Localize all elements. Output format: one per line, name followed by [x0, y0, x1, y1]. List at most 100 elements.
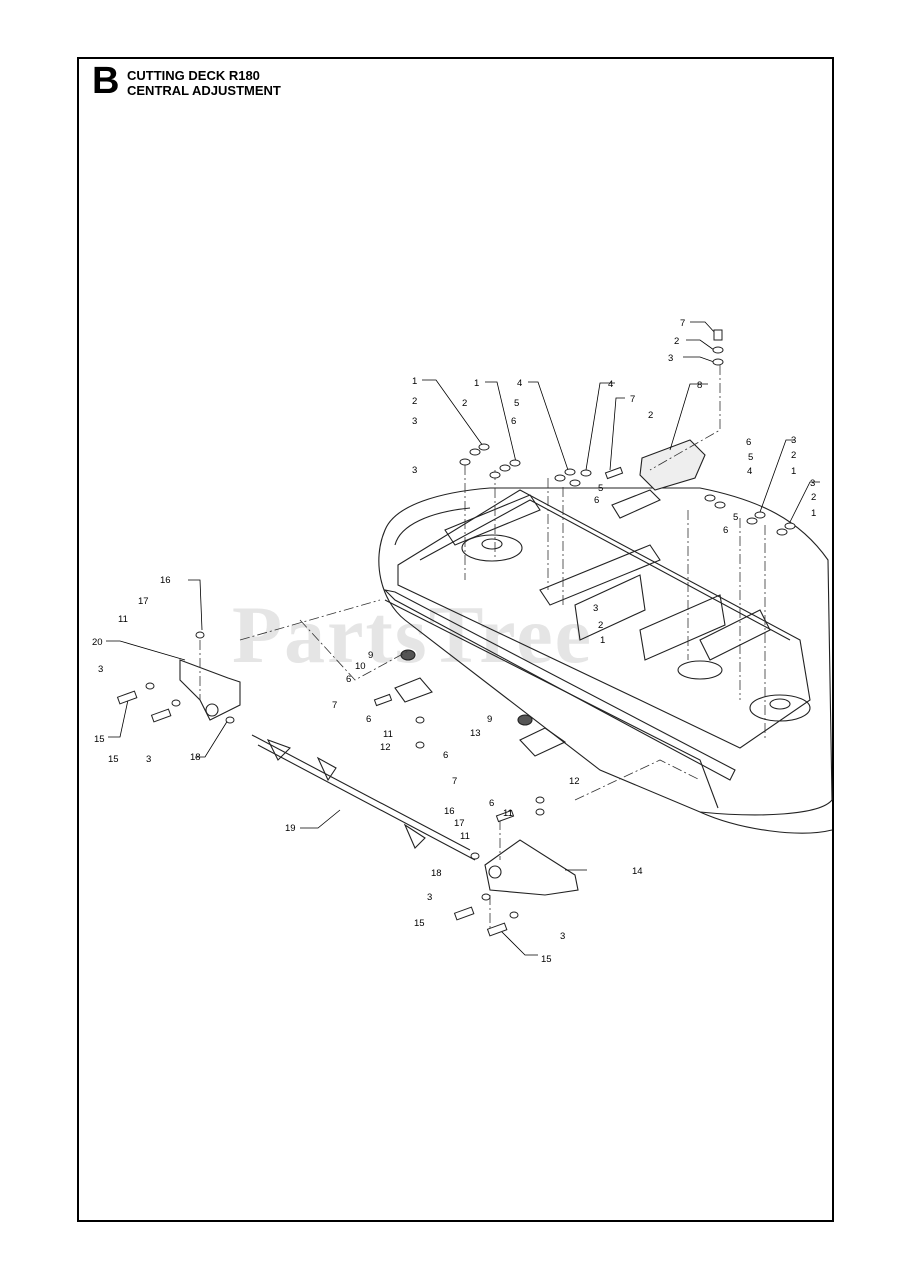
- part-callout-2: 2: [412, 396, 417, 407]
- leader-line: [499, 929, 538, 956]
- center-beam-2: [574, 574, 646, 641]
- washer: [554, 474, 566, 482]
- part-callout-9: 9: [368, 650, 373, 661]
- bolt-7: [604, 466, 624, 480]
- right-pulley-hub: [769, 698, 791, 710]
- right-pulley: [749, 694, 811, 722]
- leader-line: [108, 699, 129, 738]
- part-callout-14: 14: [632, 866, 643, 877]
- part-callout-4: 4: [517, 378, 522, 389]
- right-beam: [699, 609, 771, 661]
- left-pulley-hub: [481, 538, 503, 550]
- part-callout-6: 6: [443, 750, 448, 761]
- lift-rod: [251, 734, 476, 861]
- hardware: [116, 329, 796, 937]
- assembly-lines: [199, 365, 766, 930]
- part-callout-12: 12: [569, 776, 580, 787]
- left-pulley: [461, 534, 523, 562]
- nut: [535, 796, 545, 804]
- nut: [478, 443, 490, 451]
- washer: [489, 471, 501, 479]
- drawing-frame: [77, 57, 834, 1222]
- bracket-8: [639, 439, 706, 491]
- front-bar: [383, 589, 736, 781]
- bracket-14: [484, 839, 579, 896]
- section-letter: B: [92, 60, 120, 102]
- watermark: PartsTree: [232, 589, 594, 680]
- assembly-line: [239, 599, 381, 641]
- nut: [714, 501, 726, 509]
- leader-line: [422, 379, 484, 447]
- assembly-line: [574, 759, 701, 801]
- part-callout-4: 4: [608, 379, 613, 390]
- part-callout-1: 1: [600, 635, 605, 646]
- washer: [171, 699, 181, 707]
- nut: [564, 468, 576, 476]
- page-title: CUTTING DECK R180 CENTRAL ADJUSTMENT: [127, 68, 281, 98]
- part-callout-17: 17: [138, 596, 149, 607]
- leader-line: [686, 339, 715, 351]
- part-callout-18: 18: [431, 868, 442, 879]
- washer: [569, 479, 581, 487]
- bolt-15: [453, 906, 475, 921]
- part-callout-11: 11: [383, 729, 393, 740]
- part-callout-11: 11: [503, 808, 513, 819]
- nut: [784, 522, 796, 530]
- nut: [415, 741, 425, 749]
- assembly-line: [299, 619, 411, 681]
- part-callout-5: 5: [598, 483, 603, 494]
- part-callout-2: 2: [811, 492, 816, 503]
- leader-line: [106, 640, 186, 661]
- leader-line: [485, 381, 517, 463]
- washer: [712, 346, 724, 354]
- part-callout-6: 6: [594, 495, 599, 506]
- bolt-7: [495, 809, 515, 823]
- part-callout-5: 5: [733, 512, 738, 523]
- leader-line: [195, 719, 229, 758]
- part-callout-16: 16: [444, 806, 455, 817]
- part-callout-7: 7: [630, 394, 635, 405]
- part-callout-1: 1: [474, 378, 479, 389]
- leader-line: [789, 481, 820, 523]
- part-callout-6: 6: [489, 798, 494, 809]
- center-idler: [677, 660, 723, 680]
- nut: [580, 469, 592, 477]
- washer: [704, 494, 716, 502]
- bracket-8-arm: [611, 489, 661, 519]
- deck-lower-rim: [699, 811, 833, 834]
- part-callout-3: 3: [668, 353, 673, 364]
- part-callout-6: 6: [346, 674, 351, 685]
- part-callout-2: 2: [648, 410, 653, 421]
- part-callout-6: 6: [366, 714, 371, 725]
- front-bar-lower: [384, 599, 719, 809]
- leader-line: [759, 439, 795, 513]
- washer: [776, 528, 788, 536]
- title-line-1: CUTTING DECK R180: [127, 68, 260, 83]
- knob-9-left: [400, 649, 416, 661]
- part-callout-18: 18: [190, 752, 201, 763]
- part-callout-1: 1: [811, 508, 816, 519]
- part-callout-2: 2: [791, 450, 796, 461]
- part-callout-15: 15: [541, 954, 552, 965]
- bracket-14-hole: [488, 865, 502, 879]
- frame-inner-edge: [419, 499, 791, 641]
- part-callout-2: 2: [598, 620, 603, 631]
- part-callout-8: 8: [697, 380, 702, 391]
- washer: [459, 458, 471, 466]
- part-callout-3: 3: [593, 603, 598, 614]
- part-callout-3: 3: [98, 664, 103, 675]
- washer: [145, 682, 155, 690]
- part-callout-3: 3: [412, 416, 417, 427]
- part-callout-3: 3: [560, 931, 565, 942]
- rod-arm-1: [266, 739, 291, 761]
- callout-layer: 7231233124564567286545632132132116171120…: [92, 318, 816, 965]
- bracket-20-hole: [205, 703, 219, 717]
- washer: [509, 911, 519, 919]
- part-callout-15: 15: [94, 734, 105, 745]
- leader-line: [609, 397, 625, 471]
- part-callout-5: 5: [748, 452, 753, 463]
- part-callout-3: 3: [146, 754, 151, 765]
- washer: [712, 358, 724, 366]
- washer: [499, 464, 511, 472]
